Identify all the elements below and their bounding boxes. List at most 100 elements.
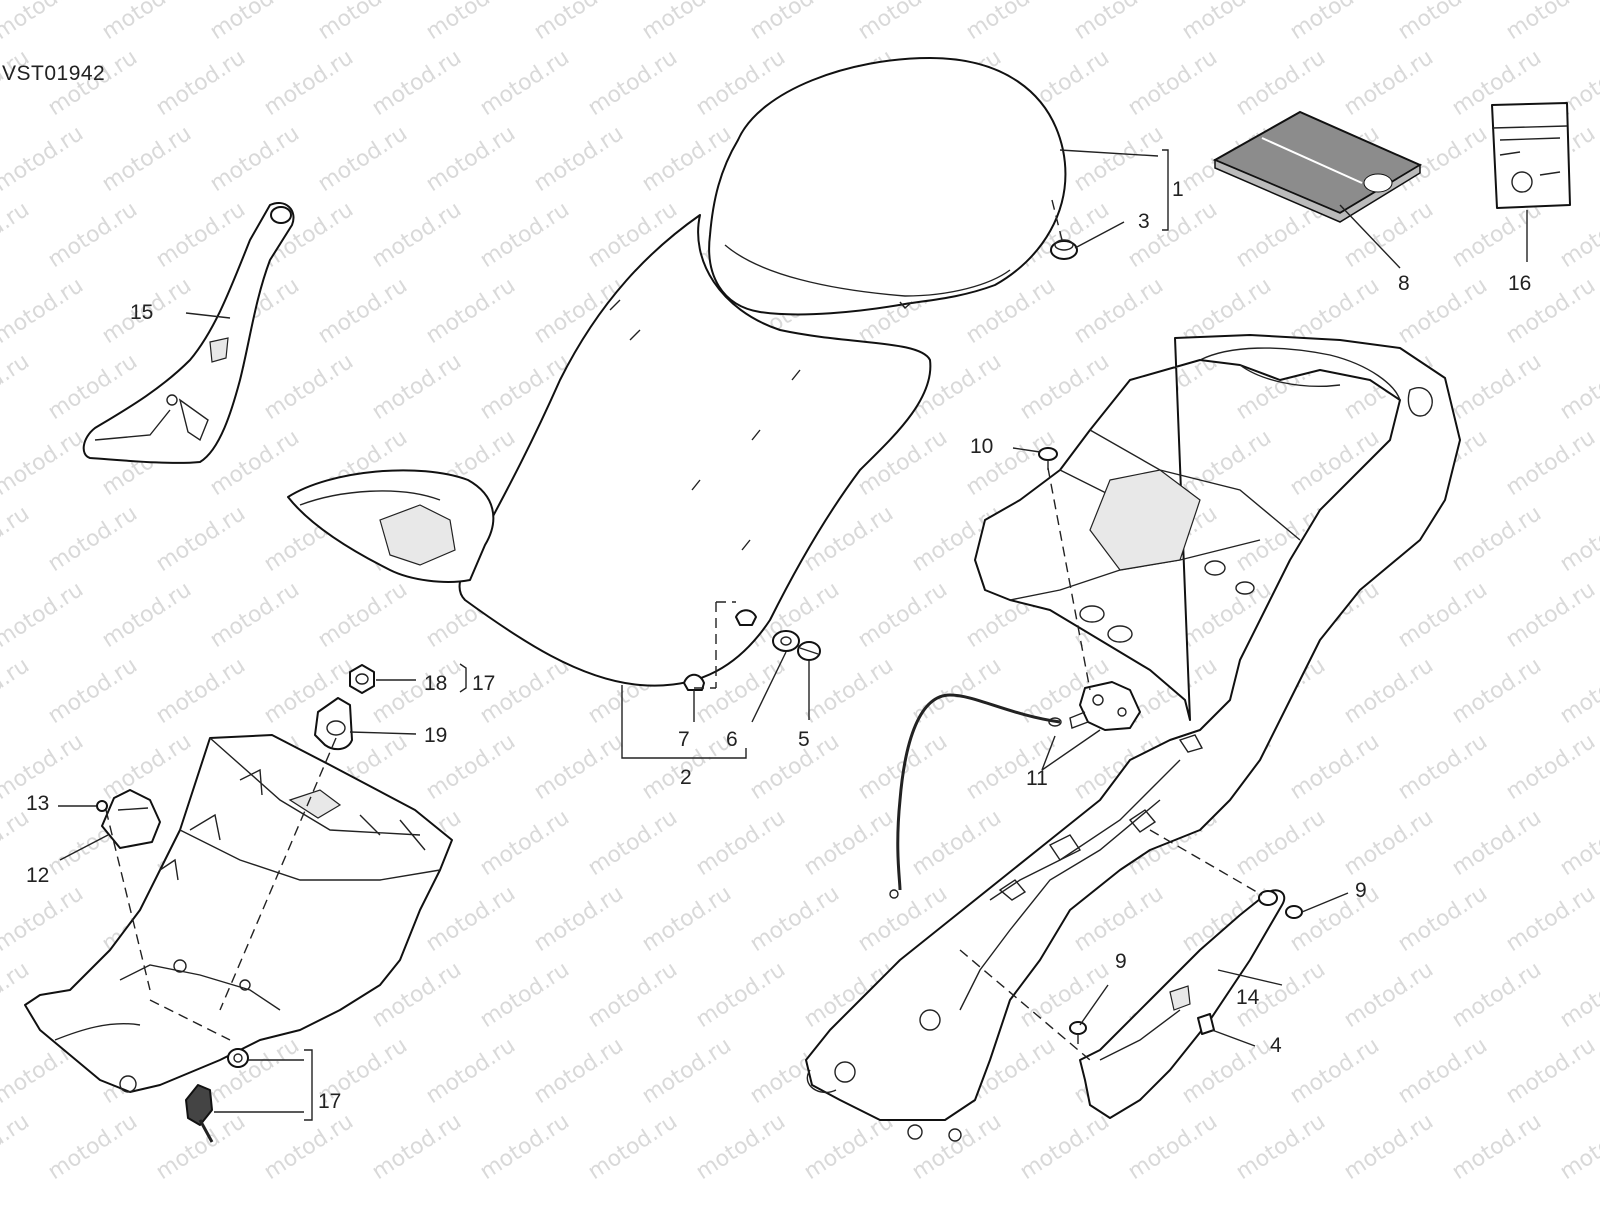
screw-9b bbox=[1069, 1021, 1087, 1044]
watermark-text: motod.ru bbox=[1124, 1109, 1222, 1185]
drawing-code: VST01942 bbox=[2, 62, 106, 85]
seat-fixing-screw bbox=[797, 641, 821, 661]
group-bracket-1 bbox=[1162, 149, 1169, 231]
watermark-text: motod.ru bbox=[854, 577, 952, 653]
watermark-text: motod.ru bbox=[1340, 45, 1438, 121]
callout-17a: 17 bbox=[472, 672, 495, 695]
watermark-text: motod.ru bbox=[1070, 273, 1168, 349]
watermark-text: motod.ru bbox=[314, 577, 412, 653]
watermark-text: motod.ru bbox=[314, 121, 412, 197]
screw-10 bbox=[1038, 447, 1058, 470]
callout-3: 3 bbox=[1138, 210, 1150, 233]
watermark-text: motod.ru bbox=[98, 729, 196, 805]
watermark-text: motod.ru bbox=[1394, 0, 1492, 45]
watermark-text: motod.ru bbox=[422, 881, 520, 957]
watermark-text: motod.ru bbox=[260, 349, 358, 425]
callout-1: 1 bbox=[1172, 178, 1184, 201]
watermark-text: motod.ru bbox=[152, 501, 250, 577]
callout-9b: 9 bbox=[1115, 950, 1127, 973]
callout-15: 15 bbox=[130, 301, 153, 324]
group-bracket-2 bbox=[621, 748, 747, 759]
watermark-text: motod.ru bbox=[206, 121, 304, 197]
group-bracket-17a bbox=[459, 663, 467, 693]
watermark-text: motod.ru bbox=[746, 881, 844, 957]
watermark-text: motod.ru bbox=[0, 653, 34, 729]
watermark-text: motod.ru bbox=[1502, 1033, 1600, 1109]
watermark-text: motod.ru bbox=[476, 1109, 574, 1185]
rear-subframe bbox=[805, 334, 1461, 1142]
watermark-text: motod.ru bbox=[530, 881, 628, 957]
watermark-text: motod.ru bbox=[1448, 1109, 1546, 1185]
screw bbox=[96, 800, 108, 812]
grommet bbox=[1050, 239, 1078, 260]
watermark-text: motod.ru bbox=[1502, 577, 1600, 653]
watermark-text: motod.ru bbox=[1232, 45, 1330, 121]
watermark-text: motod.ru bbox=[1556, 1109, 1600, 1185]
watermark-text: motod.ru bbox=[1016, 1109, 1114, 1185]
document-bag bbox=[1491, 102, 1571, 209]
watermark-text: motod.ru bbox=[152, 197, 250, 273]
watermark-text: motod.ru bbox=[1556, 349, 1600, 425]
callout-18: 18 bbox=[424, 672, 447, 695]
callout-12: 12 bbox=[26, 864, 49, 887]
clip bbox=[683, 673, 705, 691]
ignition-key bbox=[185, 1084, 214, 1143]
lock-nut bbox=[349, 664, 375, 694]
callout-16: 16 bbox=[1508, 272, 1531, 295]
watermark-text: motod.ru bbox=[152, 653, 250, 729]
watermark-text: motod.ru bbox=[44, 501, 142, 577]
tail-side-panel bbox=[1079, 889, 1286, 1119]
watermark-text: motod.ru bbox=[44, 653, 142, 729]
watermark-text: motod.ru bbox=[1448, 653, 1546, 729]
watermark-text: motod.ru bbox=[368, 1109, 466, 1185]
watermark-text: motod.ru bbox=[746, 0, 844, 45]
speed-nut bbox=[1197, 1013, 1215, 1035]
watermark-text: motod.ru bbox=[206, 0, 304, 45]
watermark-text: motod.ru bbox=[1394, 1033, 1492, 1109]
watermark-text: motod.ru bbox=[368, 653, 466, 729]
watermark-text: motod.ru bbox=[1178, 1033, 1276, 1109]
watermark-text: motod.ru bbox=[1556, 501, 1600, 577]
watermark-text: motod.ru bbox=[1340, 653, 1438, 729]
watermark-text: motod.ru bbox=[584, 957, 682, 1033]
watermark-text: motod.ru bbox=[854, 0, 952, 45]
watermark-text: motod.ru bbox=[422, 0, 520, 45]
watermark-text: motod.ru bbox=[1502, 729, 1600, 805]
watermark-text: motod.ru bbox=[800, 805, 898, 881]
callout-10: 10 bbox=[970, 435, 993, 458]
watermark-text: motod.ru bbox=[638, 881, 736, 957]
watermark-text: motod.ru bbox=[1016, 349, 1114, 425]
watermark-text: motod.ru bbox=[584, 45, 682, 121]
watermark-text: motod.ru bbox=[530, 1033, 628, 1109]
watermark-text: motod.ru bbox=[1232, 1109, 1330, 1185]
callout-6: 6 bbox=[726, 728, 738, 751]
watermark-text: motod.ru bbox=[0, 881, 88, 957]
watermark-text: motod.ru bbox=[1286, 1033, 1384, 1109]
watermark-text: motod.ru bbox=[476, 45, 574, 121]
watermark-text: motod.ru bbox=[476, 957, 574, 1033]
callout-14: 14 bbox=[1236, 986, 1260, 1009]
watermark-text: motod.ru bbox=[0, 273, 88, 349]
watermark-text: motod.ru bbox=[368, 45, 466, 121]
watermark-text: motod.ru bbox=[44, 197, 142, 273]
watermark-text: motod.ru bbox=[1232, 805, 1330, 881]
watermark-text: motod.ru bbox=[1556, 197, 1600, 273]
rider-seat bbox=[287, 214, 932, 687]
watermark-text: motod.ru bbox=[746, 729, 844, 805]
seat-lock-latch bbox=[1069, 681, 1141, 731]
watermark-text: motod.ru bbox=[1070, 121, 1168, 197]
watermark-text: motod.ru bbox=[1556, 805, 1600, 881]
watermark-text: motod.ru bbox=[422, 1033, 520, 1109]
watermark-text: motod.ru bbox=[152, 45, 250, 121]
watermark-text: motod.ru bbox=[0, 197, 34, 273]
watermark-text: motod.ru bbox=[1286, 881, 1384, 957]
watermark-text: motod.ru bbox=[422, 273, 520, 349]
callout-4: 4 bbox=[1270, 1034, 1282, 1057]
watermark-text: motod.ru bbox=[1286, 729, 1384, 805]
watermark-text: motod.ru bbox=[908, 653, 1006, 729]
watermark-text: motod.ru bbox=[1556, 653, 1600, 729]
callout-19: 19 bbox=[424, 724, 447, 747]
watermark-text: motod.ru bbox=[98, 121, 196, 197]
callout-17b: 17 bbox=[318, 1090, 341, 1113]
